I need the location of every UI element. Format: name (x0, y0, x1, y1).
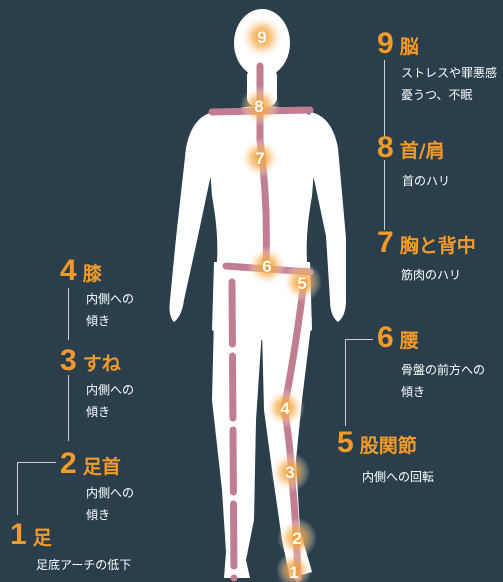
label-1-heading: 1 足 (10, 520, 52, 550)
label-7-description: 筋肉のハリ (401, 268, 462, 282)
glow-point-1 (276, 552, 312, 582)
label-6-number: 6 (377, 321, 394, 354)
label-4-description: 内側への 傾き (86, 292, 135, 328)
label-3-title: すね (82, 353, 121, 375)
left-leg-line (228, 278, 238, 582)
connector-4-3 (68, 288, 69, 340)
label-8-heading: 8 首/肩 (377, 133, 445, 163)
label-3-description: 内側への 傾き (86, 383, 135, 419)
left-leg-shape (212, 318, 262, 578)
marker-6: 6 (262, 257, 271, 276)
label-7-number: 7 (377, 226, 394, 259)
marker-2: 2 (292, 529, 301, 548)
label-8-description: 首のハリ (402, 174, 451, 188)
label-9-number: 9 (377, 27, 394, 60)
right-arm-shape (310, 112, 346, 322)
label-5-number: 5 (337, 426, 354, 459)
label-4-number: 4 (60, 254, 77, 287)
label-5-title: 股関節 (359, 435, 417, 457)
label-4-title: 膝 (82, 263, 102, 285)
marker-7: 7 (255, 149, 264, 168)
connector-3-2 (68, 375, 69, 441)
connector-9-8 (384, 60, 385, 138)
glow-point-4 (265, 388, 305, 428)
marker-4: 4 (280, 399, 290, 418)
label-1-number: 1 (10, 518, 27, 551)
label-7-title: 胸と背中 (399, 235, 476, 257)
label-3-number: 3 (60, 344, 77, 377)
label-2-description: 内側への 傾き (86, 486, 135, 522)
label-1-title: 足 (32, 527, 52, 549)
label-9-description: ストレスや罪悪感 憂うつ、不眠 (401, 66, 498, 102)
glow-point-8 (240, 86, 280, 126)
label-2-title: 足首 (82, 456, 121, 478)
label-2-number: 2 (60, 447, 77, 480)
marker-3: 3 (285, 463, 294, 482)
label-7-heading: 7 胸と背中 (377, 228, 476, 258)
glow-point-7 (240, 138, 280, 178)
body-silhouette (169, 9, 346, 578)
label-1-description: 足底アーチの低下 (36, 558, 132, 572)
label-2-heading: 2 足首 (60, 449, 121, 479)
glow-point-2 (277, 518, 317, 558)
connector-2-1 (17, 462, 56, 515)
marker-1: 1 (289, 563, 298, 582)
glow-points (240, 15, 322, 582)
label-6-title: 腰 (399, 330, 419, 352)
connector-6 (345, 339, 373, 426)
label-6-description: 骨盤の前方への 傾き (401, 363, 486, 399)
glow-point-6 (247, 246, 287, 286)
label-3-heading: 3 すね (60, 346, 121, 376)
label-9-heading: 9 脳 (377, 29, 419, 59)
glow-point-5 (282, 262, 322, 302)
glow-point-3 (270, 452, 310, 492)
label-6-heading: 6 腰 (377, 323, 419, 353)
label-5-heading: 5 股関節 (337, 428, 417, 458)
marker-5: 5 (297, 274, 306, 293)
label-8-number: 8 (377, 131, 394, 164)
connector-8-7 (384, 160, 385, 230)
label-8-title: 首/肩 (399, 140, 445, 162)
marker-9: 9 (257, 28, 266, 47)
label-4-heading: 4 膝 (60, 256, 102, 286)
point-markers: 9 8 7 6 5 4 3 2 1 (254, 28, 307, 582)
left-arm-shape (169, 112, 214, 322)
marker-8: 8 (254, 97, 263, 116)
label-5-description: 内側への回転 (362, 470, 435, 484)
glow-point-9 (240, 15, 284, 59)
label-9-title: 脳 (399, 36, 419, 58)
